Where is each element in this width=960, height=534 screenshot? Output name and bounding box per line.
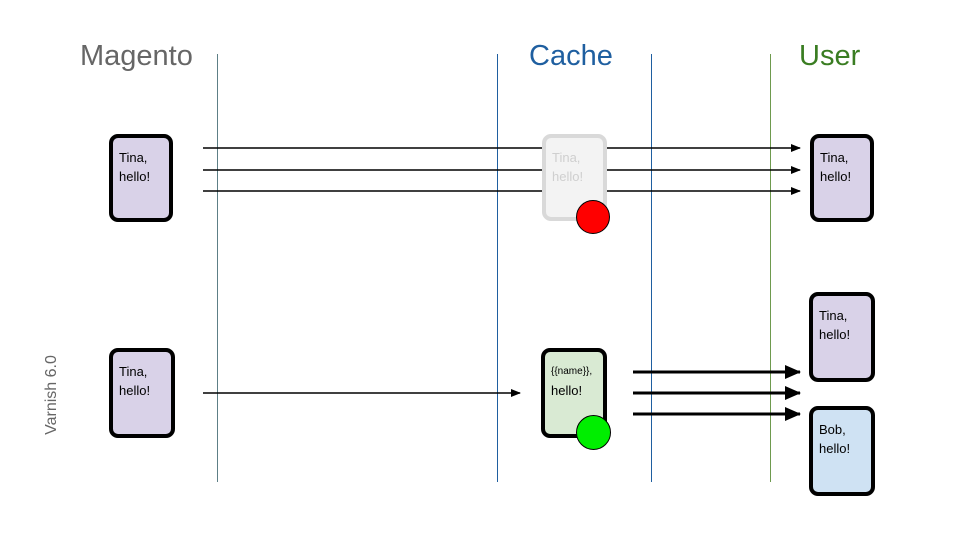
card-template-line: {{name}}, (551, 366, 593, 377)
card-line-2: hello! (820, 169, 852, 184)
magento-lane-divider (217, 54, 218, 482)
top-user-card: Tina, hello! (810, 134, 874, 222)
cache-column-title: Cache (529, 40, 613, 72)
cache-hit-indicator (576, 415, 611, 450)
card-line-2: hello! (551, 383, 583, 398)
bottom-user-card-bob: Bob, hello! (809, 406, 875, 496)
bottom-magento-card: Tina, hello! (109, 348, 175, 438)
card-line-1: Tina, (119, 364, 148, 379)
magento-column-title: Magento (80, 40, 193, 72)
cache-lane-right-divider (651, 54, 652, 482)
card-line-2: hello! (119, 383, 151, 398)
card-line-1: Tina, (820, 150, 849, 165)
card-line-2: hello! (819, 327, 851, 342)
card-line-2: hello! (552, 169, 584, 184)
card-line-2: hello! (119, 169, 151, 184)
user-lane-divider (770, 54, 771, 482)
card-line-2: hello! (819, 441, 851, 456)
bottom-user-card-tina: Tina, hello! (809, 292, 875, 382)
card-line-1: Tina, (819, 308, 848, 323)
card-line-1: Tina, (552, 150, 581, 165)
user-column-title: User (799, 40, 861, 72)
cache-lane-left-divider (497, 54, 498, 482)
top-magento-card: Tina, hello! (109, 134, 173, 222)
bottom-cache-card: {{name}}, hello! (541, 348, 607, 438)
cache-miss-indicator (576, 200, 610, 234)
card-line-1: Tina, (119, 150, 148, 165)
card-line-1: Bob, (819, 422, 846, 437)
